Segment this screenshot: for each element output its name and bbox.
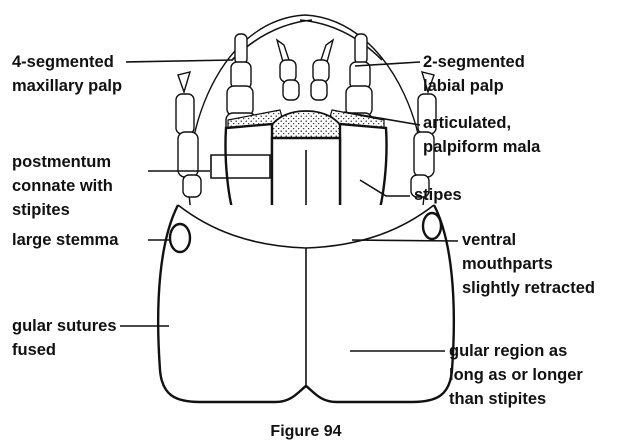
head-capsule-drawing <box>158 15 454 402</box>
label-stemma: large stemma <box>12 231 119 249</box>
label-stipes: stipes <box>414 186 462 204</box>
label-maxillary-palp: 4-segmented maxillary palp <box>12 53 122 95</box>
figure-caption: Figure 94 <box>270 423 341 440</box>
stemma-right <box>423 213 441 239</box>
label-labial-palp: 2-segmented labial palp <box>423 53 529 95</box>
label-mala: articulated, palpiform mala <box>423 114 541 156</box>
stemma-left <box>170 224 190 252</box>
label-mouthparts: ventral mouthparts slightly retracted <box>462 231 595 297</box>
label-postmentum: postmentum connate with stipites <box>12 153 117 219</box>
label-gular-region: gular region as long as or longer than s… <box>449 342 587 408</box>
label-gular-sutures: gular sutures fused <box>12 317 121 359</box>
